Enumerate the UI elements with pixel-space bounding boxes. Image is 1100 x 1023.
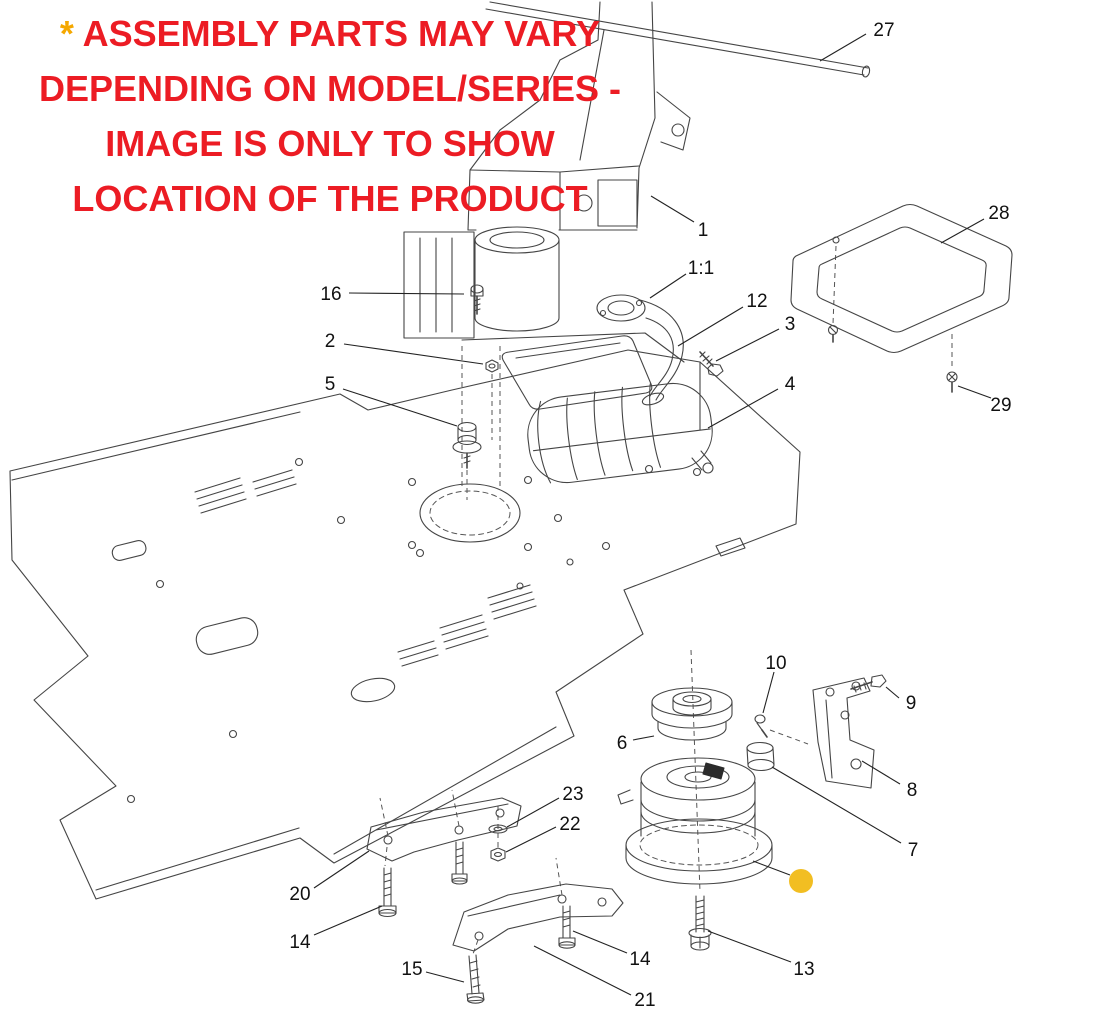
leader-line-3 [715,328,780,362]
bolt-16 [470,284,484,315]
leader-line-15 [425,971,465,983]
exhaust-pipe [639,299,684,406]
callout-13: 13 [793,959,814,980]
engine [403,1,691,363]
leader-line-14 [313,905,383,936]
bolt-3 [699,351,724,377]
leader-line-16 [348,292,465,295]
callout-20: 20 [289,884,310,905]
washer-23 [488,824,508,834]
callout-27: 27 [873,20,894,41]
leader-line-8 [861,760,901,785]
highlight-leader-line [752,860,791,876]
callout-21: 21 [634,990,655,1011]
leader-line-22 [505,826,557,853]
screw-29 [946,371,958,393]
callout-9: 9 [906,693,917,714]
callout-3: 3 [785,314,796,335]
chassis-frame [9,349,801,900]
muffler-heat-shield [501,335,653,410]
product-highlight-dot [789,869,813,893]
bolt-14-right [558,905,576,949]
callout-1: 1 [698,220,709,241]
clutch-assembly [617,757,773,885]
leader-line-21 [533,945,632,996]
leader-line-5 [342,388,458,427]
leader-line-13 [707,930,792,963]
callout-14: 14 [289,932,311,953]
callout-10: 10 [765,653,786,674]
callout-12: 12 [746,291,767,312]
cover-plate-28 [790,203,1013,354]
callout-4: 4 [785,374,796,395]
nut-2 [485,359,499,373]
exhaust-flange [596,294,646,322]
leader-line-29 [957,385,992,399]
leader-line-28 [940,218,985,244]
rod-part-27 [485,1,871,78]
callout-22: 22 [559,814,580,835]
leader-line-4 [707,388,779,429]
callout-15: 15 [401,959,422,980]
bolt-9 [850,674,887,693]
callout-5: 5 [325,374,336,395]
leader-line-7 [771,766,902,844]
leader-line-20 [313,850,370,889]
leader-line-23 [506,797,560,828]
callout-23: 23 [562,784,583,805]
leader-line-12 [677,306,744,347]
callout-7: 7 [908,840,919,861]
bolt-15 [466,954,485,1004]
muffler [527,382,714,484]
callout-28: 28 [988,203,1009,224]
bolt-10 [754,714,768,738]
nut-22 [490,847,506,862]
callout-2: 2 [325,331,336,352]
leader-line-2 [343,343,484,365]
leader-line-1 [650,195,695,223]
spacer-7 [746,741,775,772]
leader-line-1:1 [649,273,687,299]
bolt-bracket-20-stud [451,841,468,885]
bracket-21 [452,883,624,952]
callout-layer: 27 1 28 1:1 12 3 16 2 4 5 29 10 9 6 8 23 22 7 20 14 13 14 15 21 [289,20,1011,1011]
pulley-6 [651,687,733,741]
leader-line-6 [632,735,655,741]
leader-line-9 [885,686,900,699]
callout-1:1: 1:1 [688,258,714,279]
callout-6: 6 [617,733,628,754]
bracket-20 [366,797,522,862]
callout-8: 8 [907,780,918,801]
assembly-guide-lines [379,245,953,955]
leader-line-14 [572,930,628,954]
callout-29: 29 [990,395,1011,416]
callout-16: 16 [320,284,341,305]
mount-5 [452,421,482,469]
leader-line-27 [819,33,867,62]
bracket-8 [812,677,875,789]
leader-line-10 [762,671,775,714]
screw-plate-left [827,324,839,343]
bolt-13 [688,895,712,951]
bolt-14-left [378,867,397,918]
callout-14: 14 [629,949,651,970]
